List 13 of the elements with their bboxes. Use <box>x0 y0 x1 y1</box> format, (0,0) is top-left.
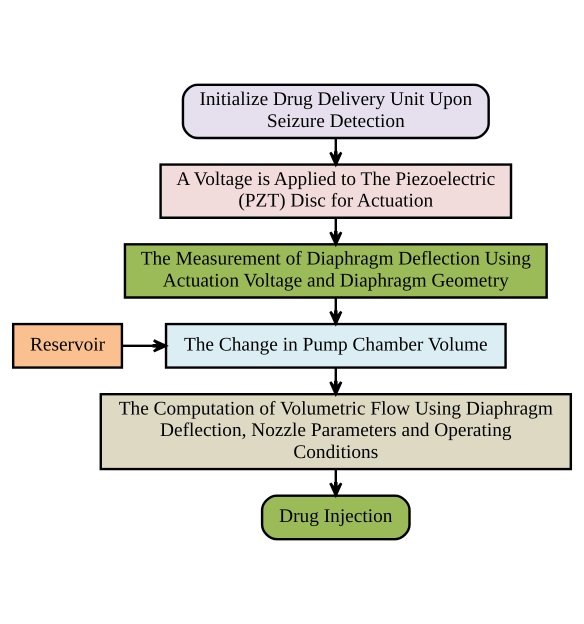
arrow <box>329 218 342 246</box>
arrow <box>329 368 342 396</box>
arrow <box>329 298 342 325</box>
arrow <box>122 339 168 352</box>
arrow <box>329 138 342 166</box>
arrow <box>329 469 342 497</box>
node-box: Drug Injection <box>260 494 411 540</box>
node-box: Initialize Drug Delivery Unit Upon Seizure Detection <box>182 84 490 140</box>
node-box: The Change in Pump Chamber Volume <box>164 322 507 369</box>
node-box: The Measurement of Diaphragm Deflection Using Actuation Voltage and Diaphragm Geometry <box>124 243 548 299</box>
node-box: Reservoir <box>12 322 124 369</box>
node-box: A Voltage is Applied to The Piezoelectric (PZT) Disc for Actuation <box>159 163 512 219</box>
node-box: The Computation of Volumetric Flow Using Diaphragm Deflection, Nozzle Parameters and Operating Conditions <box>100 392 572 470</box>
